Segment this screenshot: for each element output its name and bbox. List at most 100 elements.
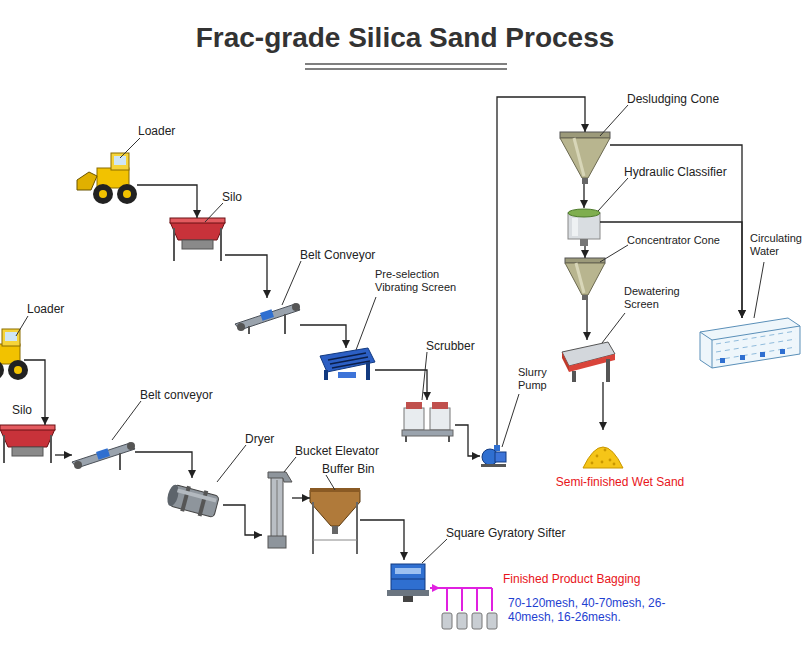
sand-pile-illustration	[601, 461, 604, 464]
scrubber-illustration	[406, 402, 422, 409]
bucket-elevator-illustration	[271, 476, 283, 538]
dewatering-screen-illustration	[606, 359, 610, 382]
vibrating-screen-illustration	[366, 362, 370, 380]
label-holder: Dryer	[245, 429, 295, 447]
label-holder: Dewatering Screen	[624, 285, 696, 312]
leader-line	[600, 245, 628, 262]
bucket-elevator-illustration	[268, 472, 292, 548]
vibrating-screen-illustration	[324, 370, 328, 380]
buffer-bin-illustration	[313, 540, 357, 541]
belt-conveyor-illustration	[292, 303, 300, 311]
equipment-label: Pre-selection Vibrating Screen	[375, 268, 475, 293]
label-holder: Slurry Pump	[518, 366, 560, 393]
concentrator-cone-illustration	[582, 295, 588, 300]
sand-pile-illustration	[596, 455, 599, 458]
vibrating-screen-illustration	[338, 372, 356, 378]
belt-conveyor-illustration	[284, 314, 286, 334]
water-tank-illustration	[712, 340, 713, 368]
gyratory-sifter-illustration	[387, 590, 429, 596]
buffer-bin-illustration	[356, 502, 358, 554]
leader-line	[754, 262, 764, 318]
equipment-node: Square Gyratory Sifter	[385, 560, 430, 602]
hydraulic-classifier-illustration	[568, 209, 600, 217]
equipment-label: Dryer	[245, 433, 274, 447]
flow-arrow	[584, 246, 585, 258]
buffer-bin-illustration	[310, 488, 360, 554]
connector-group	[24, 97, 742, 588]
equipment-label: Desludging Cone	[627, 93, 719, 107]
equipment-label: Silo	[12, 404, 32, 418]
flow-arrow	[586, 300, 587, 340]
equipment-label: Buffer Bin	[322, 463, 374, 477]
equipment-node: Finished Product Bagging70-120mesh, 40-7…	[440, 585, 500, 635]
loader-illustration	[99, 190, 107, 198]
equipment-node: Semi-finished Wet Sand	[582, 430, 624, 468]
gyratory-sifter-illustration	[391, 579, 425, 580]
label-holder: Belt Conveyor	[300, 245, 400, 263]
label-holder: Hydraulic Classifier	[624, 162, 738, 180]
dewatering-screen-illustration	[572, 371, 576, 382]
desludging-cone-illustration	[582, 178, 588, 184]
scrubber-illustration	[405, 436, 407, 442]
water-tank-illustration	[700, 318, 800, 368]
flow-arrow	[610, 145, 742, 318]
loader-illustration	[8, 360, 28, 380]
leader-line	[422, 352, 427, 400]
equipment-label: Scrubber	[426, 340, 475, 354]
label-holder: Silo	[12, 400, 52, 418]
belt-conveyor-illustration	[235, 304, 300, 330]
flow-arrow	[583, 184, 584, 208]
dewatering-screen-illustration	[562, 342, 615, 382]
title-holder: Frac-grade Silica Sand Process	[0, 22, 810, 54]
loader-illustration	[111, 153, 129, 170]
equipment-node: Silo	[170, 218, 225, 262]
dryer-illustration	[165, 481, 220, 519]
loader-illustration	[0, 329, 28, 380]
belt-conveyor-illustration	[72, 443, 135, 468]
equipment-label: 70-120mesh, 40-70mesh, 26-40mesh, 16-26m…	[508, 597, 673, 625]
scrubber-illustration	[430, 408, 450, 430]
loader-illustration	[14, 366, 22, 374]
equipment-node: Belt conveyor	[72, 438, 135, 470]
label-holder: Desludging Cone	[627, 89, 747, 107]
flow-arrow	[300, 325, 346, 348]
loader-illustration	[5, 332, 17, 341]
belt-conveyor-illustration	[72, 442, 135, 470]
label-holder: Loader	[138, 121, 208, 139]
water-tank-illustration	[700, 318, 800, 368]
silo-illustration	[182, 240, 213, 249]
sand-pile-illustration	[613, 463, 616, 466]
desludging-cone-illustration	[560, 132, 610, 184]
equipment-node: Desludging Cone	[560, 132, 610, 184]
gyratory-sifter-illustration	[391, 564, 425, 590]
scrubber-illustration	[448, 436, 450, 442]
belt-conveyor-illustration	[260, 309, 274, 320]
leader-line	[598, 178, 628, 211]
label-holder: Finished Product Bagging	[503, 569, 673, 587]
label-holder: Square Gyratory Sifter	[446, 523, 586, 541]
equipment-label: Loader	[138, 125, 175, 139]
water-tank-illustration	[740, 355, 745, 360]
silo-illustration	[173, 228, 175, 261]
flow-arrow	[600, 222, 742, 318]
scrubber-illustration	[404, 408, 424, 430]
flow-arrow	[602, 382, 603, 430]
concentrator-cone-illustration	[565, 263, 605, 295]
silo-illustration	[12, 447, 43, 456]
sand-pile-illustration	[591, 462, 594, 465]
belt-conveyor-illustration	[248, 326, 250, 334]
flow-arrow	[137, 185, 197, 218]
leader-line	[120, 138, 140, 158]
flow-arrow	[223, 505, 262, 535]
vibrating-screen-illustration	[328, 353, 370, 368]
loader-illustration	[77, 153, 137, 204]
silo-illustration	[220, 228, 222, 261]
leader-line	[112, 401, 141, 440]
equipment-node: Slurry Pump	[480, 445, 506, 467]
silo-illustration	[170, 218, 225, 223]
flow-arrow	[55, 454, 72, 455]
sand-pile-illustration	[604, 449, 607, 452]
equipment-label: Silo	[222, 191, 242, 205]
equipment-label: Finished Product Bagging	[503, 573, 640, 587]
slurry-pump-illustration	[495, 452, 506, 462]
